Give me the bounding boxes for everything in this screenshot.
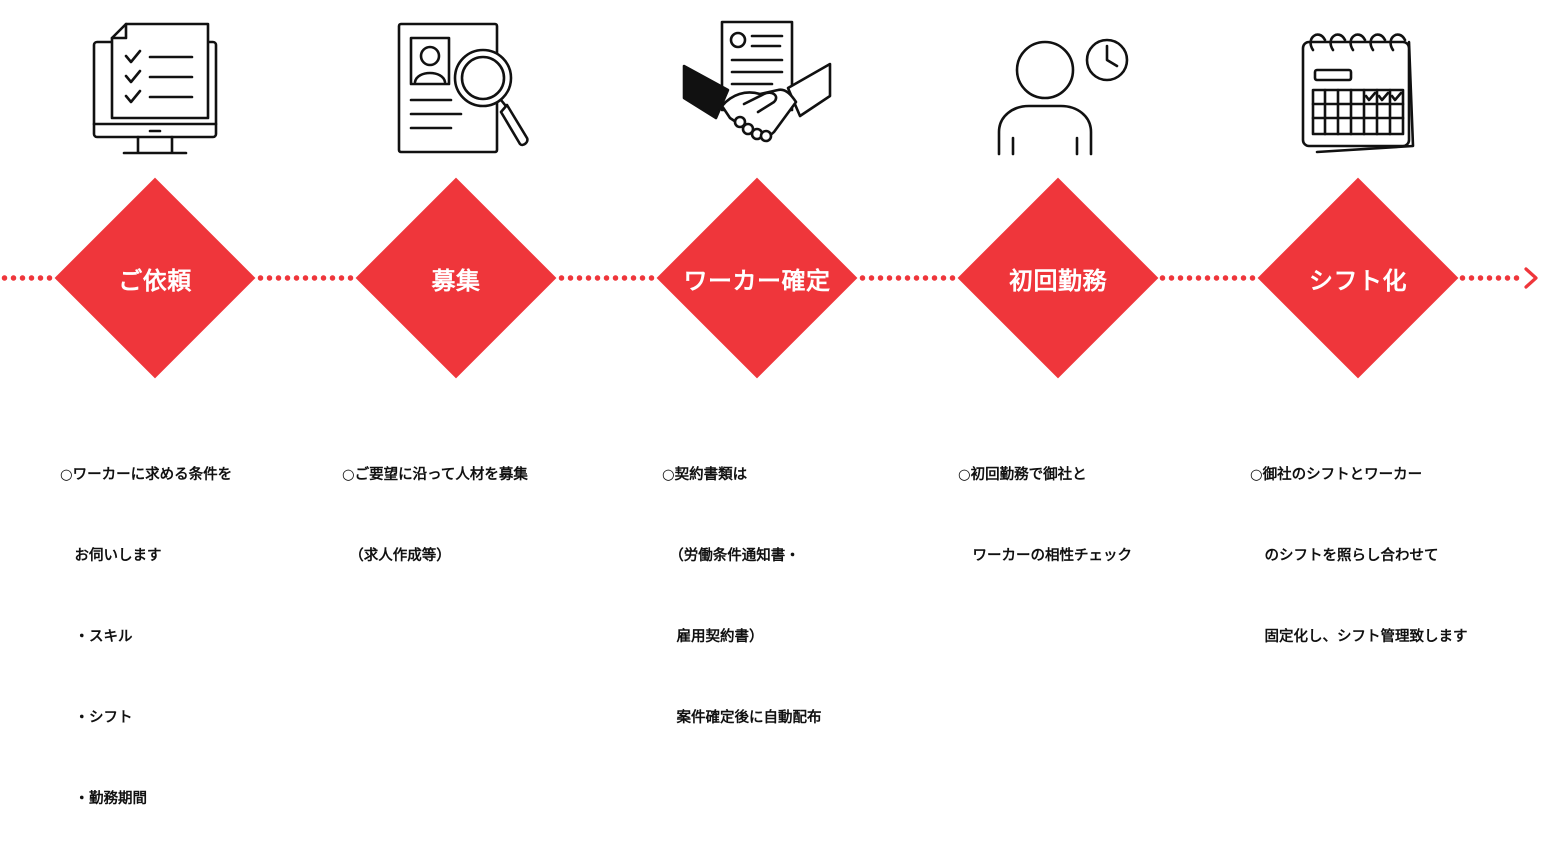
step-first-shift: 初回勤務 ○初回勤務で御社と ワーカーの相性チェック (908, 0, 1208, 564)
description-line: （労働条件通知書・ (662, 548, 800, 564)
flow-connector (1458, 275, 1520, 281)
step-title: シフト化 (1309, 266, 1407, 295)
description-line: ○契約書類は (662, 467, 748, 483)
flow-connector (0, 275, 60, 281)
description-line: お伺いします (60, 548, 162, 564)
step-description: ○契約書類は （労働条件通知書・ 雇用契約書） 案件確定後に自動配布 (662, 408, 822, 786)
flow-connector (1158, 275, 1258, 281)
contract-handshake-icon (682, 14, 832, 162)
step-description: ○ご要望に沿って人材を募集 （求人作成等） (342, 408, 528, 624)
description-line: ○初回勤務で御社と (958, 467, 1087, 483)
step-title: ワーカー確定 (683, 266, 831, 295)
description-line: のシフトを照らし合わせて (1250, 548, 1439, 564)
step-badge: 募集 (355, 177, 557, 379)
arrow-right-icon (1524, 267, 1538, 289)
description-line: 固定化し、シフト管理致します (1250, 629, 1468, 645)
description-line: ・勤務期間 (60, 791, 147, 807)
description-line: 案件確定後に自動配布 (662, 710, 822, 726)
step-badge: シフト化 (1257, 177, 1459, 379)
description-line: ○ワーカーに求める条件を (60, 467, 233, 483)
step-title: ご依頼 (118, 266, 192, 295)
step-badge: 初回勤務 (957, 177, 1159, 379)
step-request: ご依頼 ○ワーカーに求める条件を お伺いします ・スキル ・シフト ・勤務期間 (5, 0, 305, 807)
description-line: ・シフト (60, 710, 133, 726)
description-line: ○ご要望に沿って人材を募集 (342, 467, 528, 483)
description-line: ○御社のシフトとワーカー (1250, 467, 1423, 483)
step-title: 初回勤務 (1009, 266, 1107, 295)
flow-connector (858, 275, 960, 281)
description-line: ・スキル (60, 629, 133, 645)
person-clock-icon (983, 14, 1133, 162)
description-line: ワーカーの相性チェック (958, 548, 1132, 564)
flow-connector (256, 275, 356, 281)
flow-connector (557, 275, 657, 281)
checklist-monitor-icon (80, 14, 230, 162)
step-shift-schedule: シフト化 ○御社のシフトとワーカー のシフトを照らし合わせて 固定化し、シフト管… (1208, 0, 1508, 645)
calendar-check-icon (1283, 14, 1433, 162)
resume-magnifier-icon (381, 14, 531, 162)
step-badge: ご依頼 (54, 177, 256, 379)
step-description: ○ワーカーに求める条件を お伺いします ・スキル ・シフト ・勤務期間 (60, 408, 232, 867)
step-badge: ワーカー確定 (656, 177, 858, 379)
description-line: （求人作成等） (342, 548, 451, 564)
description-line: 雇用契約書） (662, 629, 764, 645)
step-worker-confirmed: ワーカー確定 ○契約書類は （労働条件通知書・ 雇用契約書） 案件確定後に自動配… (607, 0, 907, 726)
step-title: 募集 (431, 266, 481, 295)
step-recruitment: 募集 ○ご要望に沿って人材を募集 （求人作成等） (306, 0, 606, 564)
step-description: ○御社のシフトとワーカー のシフトを照らし合わせて 固定化し、シフト管理致します (1250, 408, 1468, 705)
step-description: ○初回勤務で御社と ワーカーの相性チェック (958, 408, 1132, 624)
